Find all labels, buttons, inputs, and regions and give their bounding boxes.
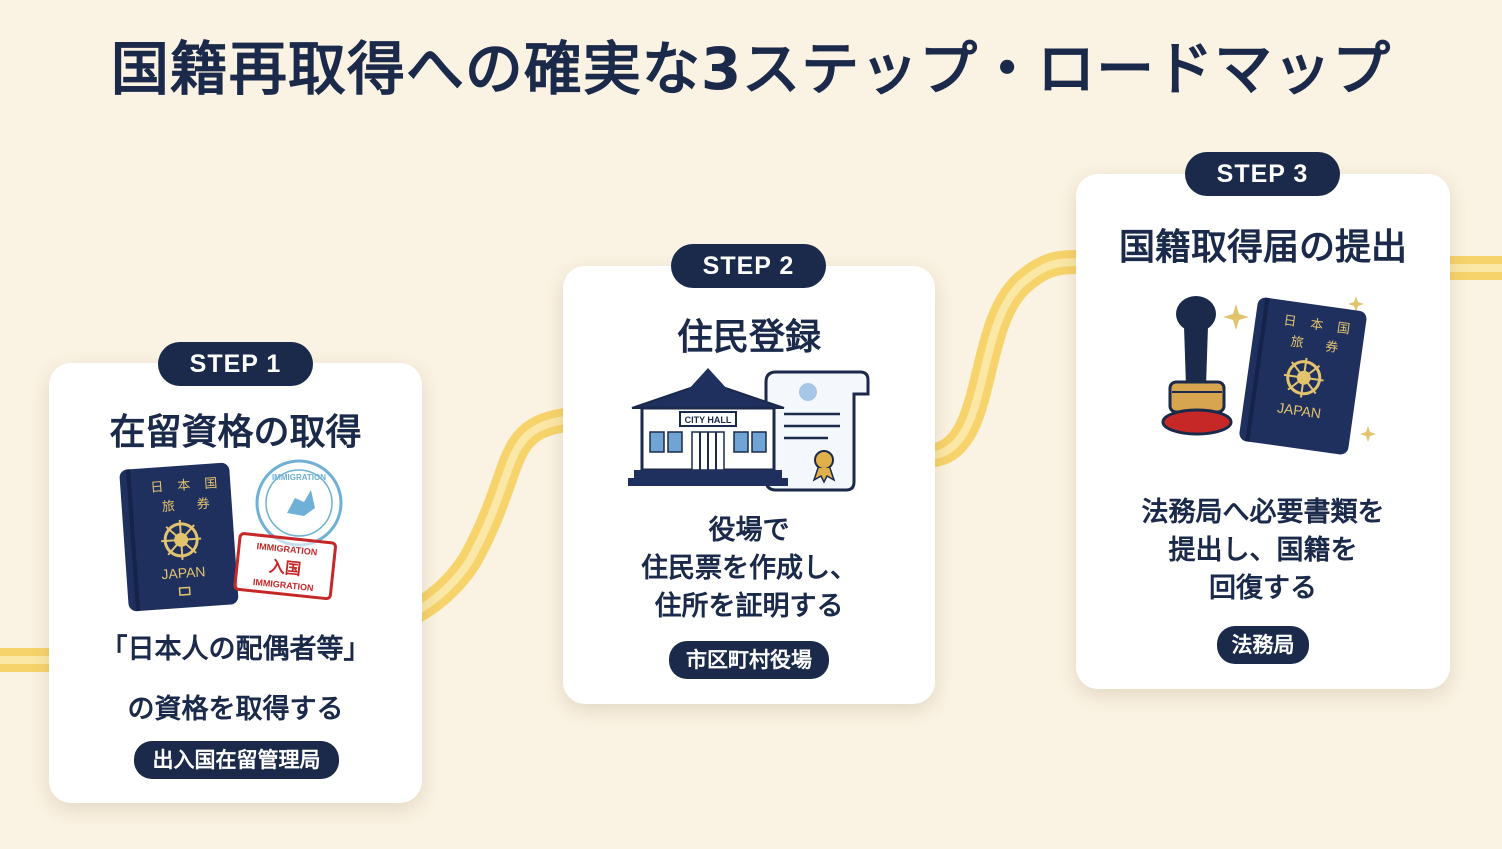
step-1-badge: STEP 1: [158, 342, 313, 386]
round-stamp-label: IMMIGRATION: [272, 473, 326, 482]
svg-text:旅: 旅: [161, 499, 175, 515]
step-1-card: 在留資格の取得 IMMIGRATION 日 本 国 旅 券 JAPAN: [49, 363, 422, 803]
step-1-title: 在留資格の取得: [109, 412, 362, 453]
step-3-desc-line-2: 提出し、国籍を: [1168, 535, 1358, 566]
step-3-title: 国籍取得届の提出: [1118, 227, 1407, 268]
step-1-desc-line-2: の資格を取得する: [127, 694, 344, 725]
step-3-badge: STEP 3: [1185, 152, 1340, 196]
svg-text:日: 日: [150, 480, 164, 496]
svg-text:入国: 入国: [268, 556, 302, 578]
step-3-office-badge: 法務局: [1217, 626, 1309, 664]
svg-text:本: 本: [177, 478, 191, 494]
step-2-title: 住民登録: [676, 317, 821, 358]
step-3-desc-line-3: 回復する: [1209, 573, 1317, 604]
step-1-desc-line-1: 「日本人の配偶者等」: [100, 634, 371, 665]
city-hall-illustration: CITY HALL: [628, 368, 870, 492]
passport-icon: 日 本 国 旅 券 JAPAN: [1239, 297, 1367, 455]
passport-icon: 日 本 国 旅 券 JAPAN: [119, 462, 239, 612]
step-2-desc-line-2: 住民票を作成し、: [641, 553, 857, 584]
svg-text:券: 券: [1324, 338, 1339, 356]
seal-and-passport-illustration: 日 本 国 旅 券 JAPAN: [1161, 296, 1376, 455]
svg-text:旅: 旅: [1290, 335, 1305, 352]
step-2-office-badge: 市区町村役場: [669, 641, 829, 679]
step-2-card: 住民登録 CITY HALL: [563, 266, 935, 704]
page-title: 国籍再取得への確実な3ステップ・ロードマップ: [110, 35, 1392, 103]
immigration-entry-stamp-icon: IMMIGRATION 入国 IMMIGRATION: [233, 532, 337, 601]
step-2-desc-line-3: 住所を証明する: [654, 591, 844, 622]
step-2-badge: STEP 2: [671, 244, 826, 288]
round-immigration-stamp-icon: IMMIGRATION: [255, 459, 343, 547]
step-1-office-badge: 出入国在留管理局: [134, 741, 339, 779]
city-hall-building-icon: CITY HALL: [628, 368, 788, 486]
sparkle-icon: [1223, 296, 1376, 442]
svg-text:券: 券: [196, 496, 210, 513]
city-hall-sign: CITY HALL: [685, 415, 732, 425]
svg-text:国: 国: [204, 476, 218, 492]
svg-text:日: 日: [1282, 313, 1297, 330]
svg-text:本: 本: [1309, 317, 1324, 334]
seal-stamp-icon: [1161, 296, 1233, 436]
passport-and-stamps-illustration: IMMIGRATION 日 本 国 旅 券 JAPAN IMMIGRATION …: [119, 459, 343, 612]
step-3-desc-line-1: 法務局へ必要書類を: [1141, 497, 1385, 528]
step-2-desc-line-1: 役場で: [708, 515, 790, 546]
svg-text:国: 国: [1336, 321, 1351, 338]
certificate-icon: [764, 370, 870, 492]
step-3-card: 国籍取得届の提出 日 本 国 旅 券 JAPAN: [1076, 174, 1450, 689]
svg-text:JAPAN: JAPAN: [161, 563, 206, 582]
svg-text:JAPAN: JAPAN: [1276, 399, 1322, 421]
